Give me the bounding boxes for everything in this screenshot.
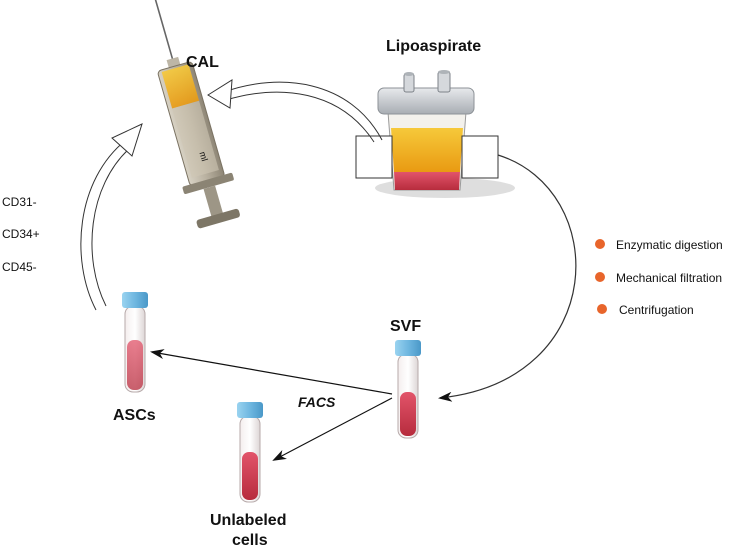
arrow-lipoaspirate-to-cal (207, 79, 383, 143)
arrow-lipoaspirate-to-svf (438, 154, 577, 402)
step-centrifugation: Centrifugation (619, 303, 694, 317)
marker-cd31: CD31- (2, 195, 37, 209)
tube-ascs (122, 292, 148, 393)
label-unlabeled-line2: cells (232, 532, 268, 549)
marker-cd34: CD34+ (2, 227, 40, 241)
syringe-illustration: ml (150, 0, 240, 229)
step-bullet-2 (595, 272, 605, 282)
step-enzymatic-digestion: Enzymatic digestion (616, 238, 723, 252)
canister-label-right (461, 135, 499, 179)
arrow-ascs-to-cal (80, 123, 143, 311)
arrow-svf-to-unlabeled (272, 397, 393, 461)
syringe-unit-label: ml (197, 150, 209, 162)
needle (150, 0, 175, 63)
label-svf: SVF (390, 318, 421, 335)
step-bullet-3 (597, 304, 607, 314)
label-ascs: ASCs (113, 407, 156, 424)
label-unlabeled-line1: Unlabeled (210, 512, 286, 529)
step-mechanical-filtration: Mechanical filtration (616, 271, 722, 285)
label-facs: FACS (298, 394, 336, 410)
tube-svf (395, 340, 421, 439)
label-lipoaspirate: Lipoaspirate (386, 38, 481, 55)
label-cal: CAL (186, 54, 219, 71)
marker-cd45: CD45- (2, 260, 37, 274)
lipoaspirate-canister (355, 70, 515, 198)
canister-label-left (355, 135, 393, 179)
step-bullet-1 (595, 239, 605, 249)
tube-unlabeled (237, 402, 263, 503)
arrow-svf-to-ascs (150, 349, 393, 395)
